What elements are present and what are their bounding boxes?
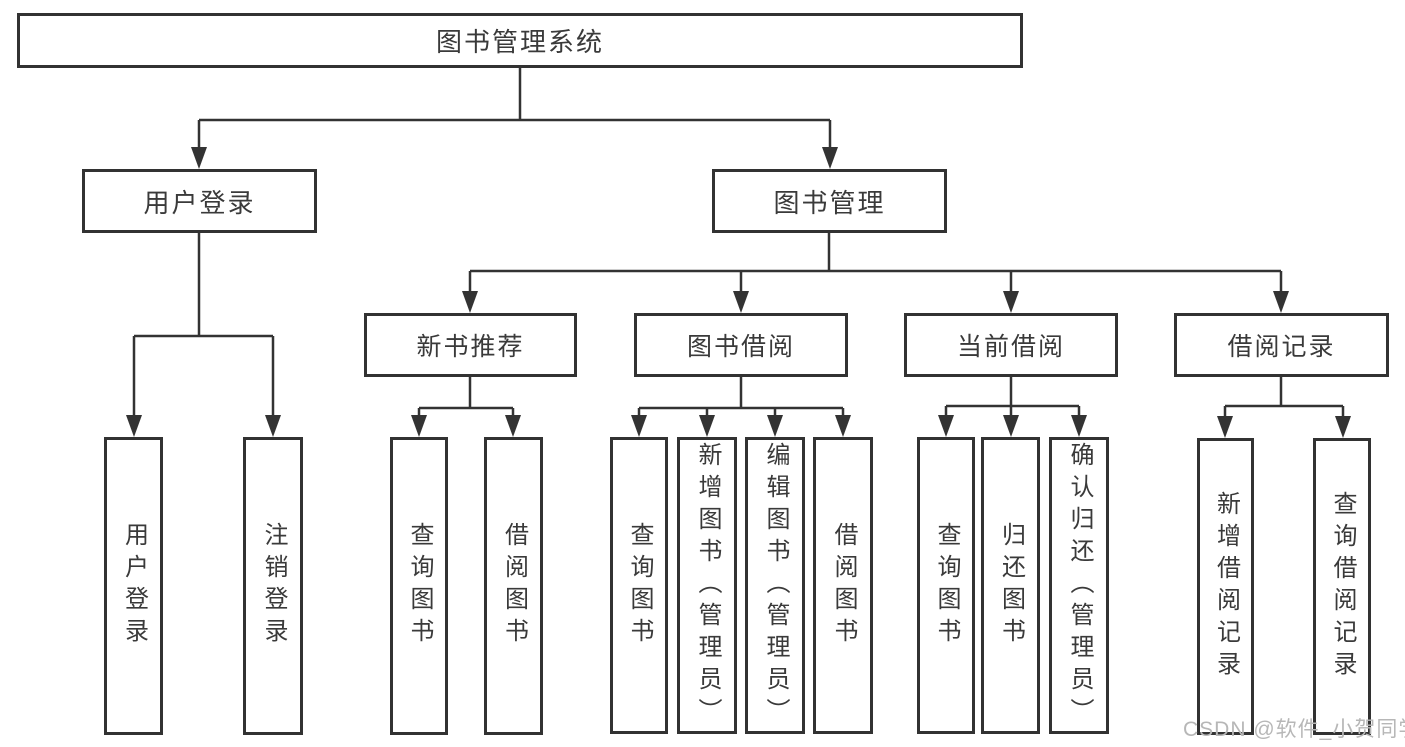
- node-label: 新书推荐: [416, 333, 525, 361]
- leaf-label: 注销登录: [260, 522, 287, 650]
- leaf-label: 新增图书（管理员）: [694, 441, 721, 730]
- csdn-watermark: CSDN @软件_小贺同学: [1183, 718, 1405, 741]
- node-current-borrow: 当前借阅: [904, 313, 1118, 377]
- node-book-borrow: 图书借阅: [634, 313, 848, 377]
- leaf-return-books: 归还图书: [981, 437, 1040, 734]
- node-label: 图书借阅: [686, 333, 795, 361]
- leaf-add-borrow-record: 新增借阅记录: [1197, 438, 1254, 735]
- leaf-label: 用户登录: [120, 522, 148, 650]
- leaf-query-books-current: 查询图书: [917, 437, 975, 734]
- leaf-query-books-borrow: 查询图书: [610, 437, 668, 734]
- node-label: 用户登录: [143, 187, 256, 218]
- leaf-label: 归还图书: [997, 521, 1025, 650]
- leaf-label: 确认归还（管理员）: [1066, 441, 1093, 730]
- leaf-label: 查询图书: [626, 521, 653, 650]
- node-label: 借阅记录: [1227, 333, 1336, 361]
- node-borrow-records: 借阅记录: [1174, 313, 1389, 377]
- leaf-label: 新增借阅记录: [1212, 490, 1240, 683]
- leaf-label: 查询图书: [933, 521, 960, 650]
- node-label: 图书管理系统: [435, 27, 604, 57]
- leaf-label: 查询借阅记录: [1329, 490, 1356, 683]
- leaf-borrow-books: 借阅图书: [813, 437, 873, 734]
- leaf-label: 借阅图书: [500, 522, 528, 650]
- node-book-management: 图书管理: [712, 169, 947, 233]
- leaf-label: 借阅图书: [830, 521, 857, 650]
- leaf-query-borrow-record: 查询借阅记录: [1313, 438, 1371, 735]
- node-label: 当前借阅: [956, 333, 1065, 361]
- leaf-label: 查询图书: [406, 522, 433, 650]
- leaf-add-books-admin: 新增图书（管理员）: [677, 437, 737, 734]
- leaf-query-books-recommend: 查询图书: [390, 437, 448, 735]
- leaf-user-login: 用户登录: [104, 437, 163, 735]
- leaf-label: 编辑图书（管理员）: [762, 441, 789, 730]
- node-new-book-recommend: 新书推荐: [364, 313, 577, 377]
- leaf-confirm-return-admin: 确认归还（管理员）: [1049, 437, 1109, 734]
- node-user-login: 用户登录: [82, 169, 317, 233]
- node-label: 图书管理: [773, 187, 886, 218]
- leaf-logout: 注销登录: [243, 437, 303, 735]
- leaf-borrow-books-recommend: 借阅图书: [484, 437, 543, 735]
- leaf-edit-books-admin: 编辑图书（管理员）: [745, 437, 805, 734]
- node-library-management-system: 图书管理系统: [17, 13, 1023, 68]
